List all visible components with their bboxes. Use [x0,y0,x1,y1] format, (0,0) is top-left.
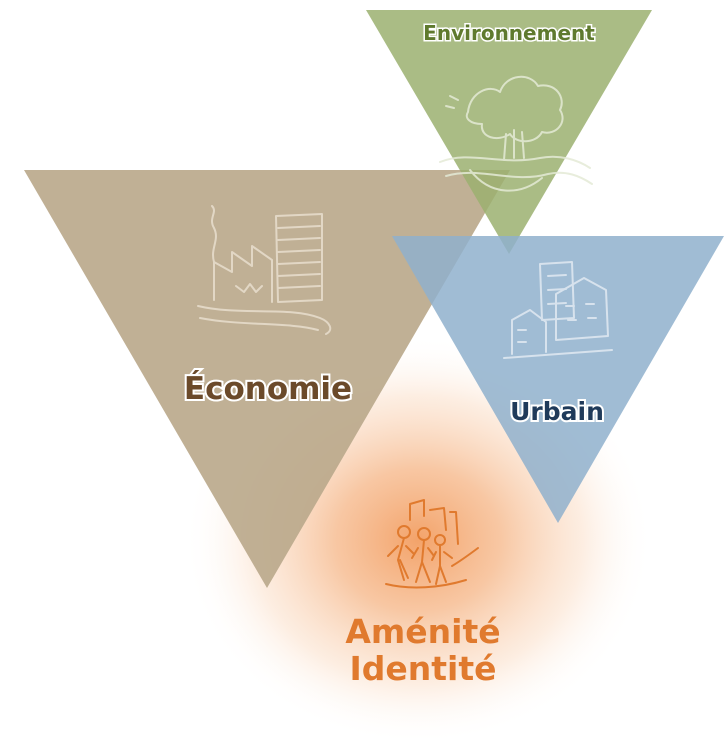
economie-triangle [24,170,510,588]
people-walking-icon [385,499,479,589]
buildings-icon [503,261,613,359]
urbain-label: Urbain [510,397,604,426]
environnement-triangle [366,10,652,254]
factory-icon [197,205,332,335]
economie-label: Économie [184,371,352,407]
amenite-label-line2: Identité [349,649,496,688]
amenite-label-line1: Aménité [345,612,500,651]
urbain-triangle [392,236,724,523]
environnement-label: Environnement [423,21,595,45]
tree-landscape-icon [439,76,593,192]
